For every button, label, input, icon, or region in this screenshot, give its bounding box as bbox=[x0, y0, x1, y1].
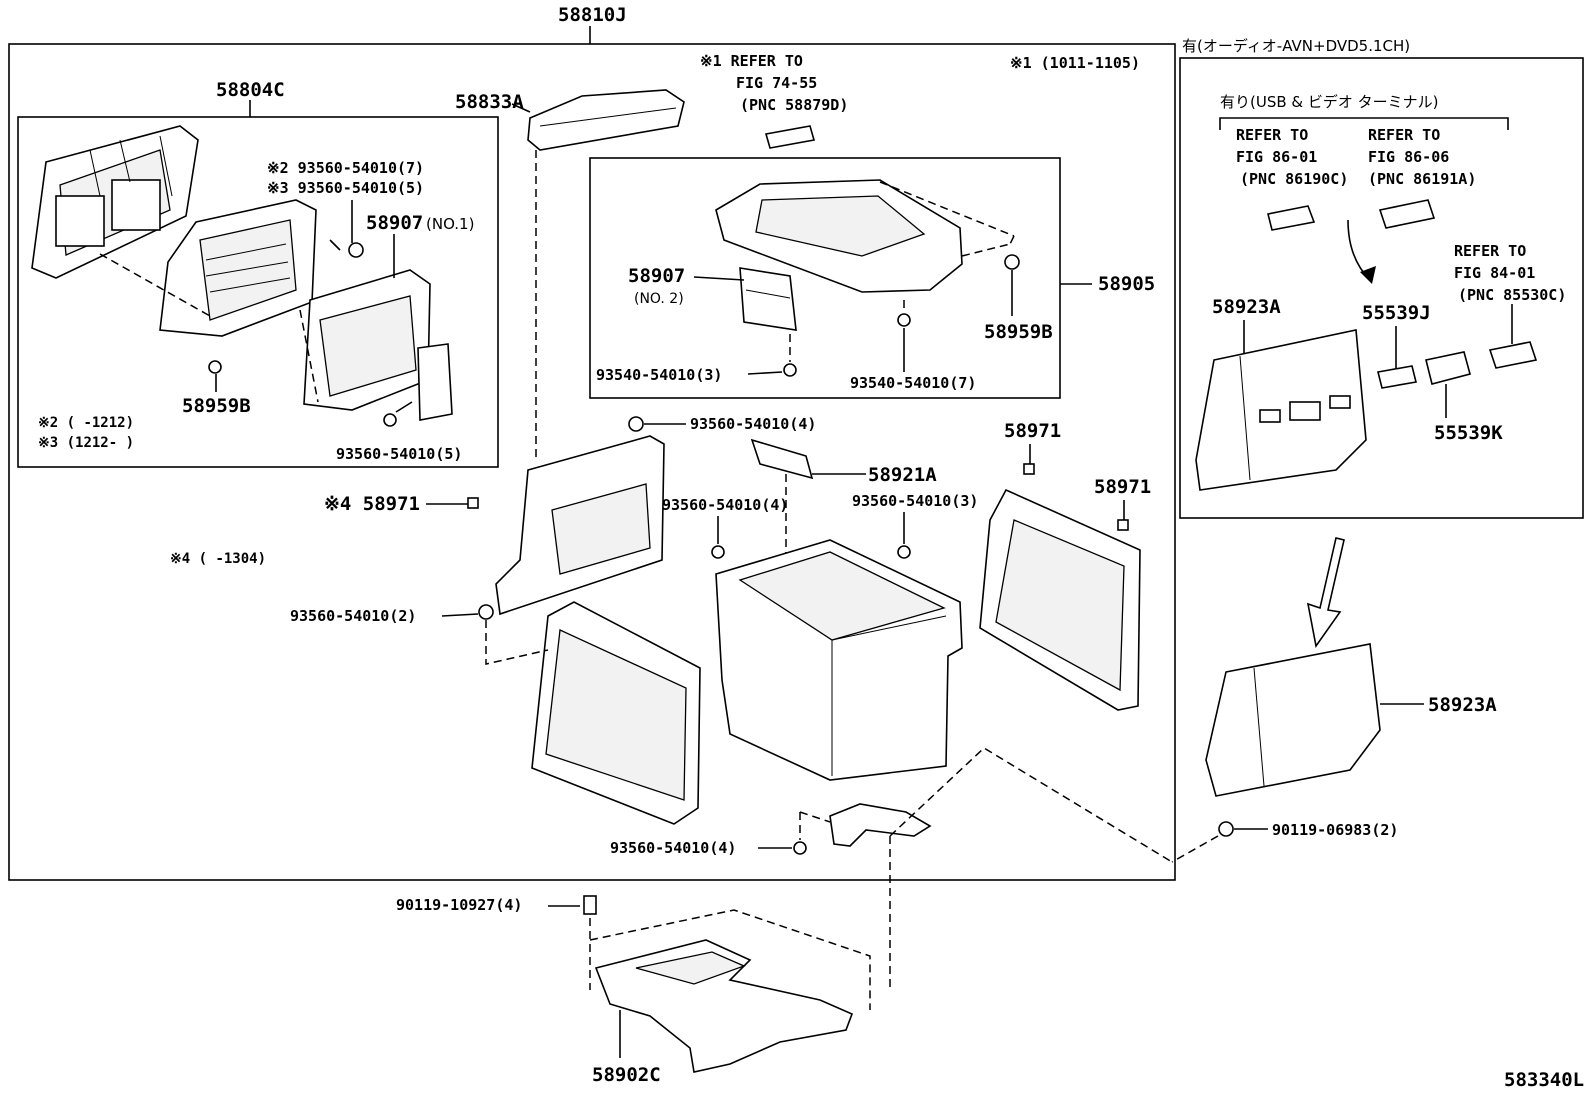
clip-icon bbox=[208, 360, 222, 374]
label-58921a: 58921A bbox=[868, 464, 937, 486]
label-58923a-outer: 58923A bbox=[1428, 694, 1497, 716]
label-bolt-93540-3: 93540-54010(3) bbox=[596, 366, 722, 384]
label-bolt-d: 93560-54010(3) bbox=[852, 492, 978, 510]
part-58921a bbox=[750, 438, 814, 480]
ref-a-line3: (PNC 86190C) bbox=[1240, 170, 1348, 188]
ref-c-line1: REFER TO bbox=[1454, 242, 1526, 260]
part-58923a-with-terminals bbox=[1195, 329, 1367, 491]
part-vent-panel bbox=[31, 125, 199, 279]
part-58902c bbox=[594, 939, 854, 1073]
box-58905 bbox=[589, 157, 1061, 399]
part-58833a bbox=[527, 89, 685, 151]
ref1-line3: (PNC 58879D) bbox=[740, 96, 848, 114]
label-58959b-b: 58959B bbox=[984, 321, 1053, 343]
part-55539k bbox=[1425, 351, 1471, 385]
label-bolt-f: 93560-54010(4) bbox=[610, 839, 736, 857]
clip-icon bbox=[1023, 463, 1035, 475]
label-58923a-inner: 58923A bbox=[1212, 296, 1281, 318]
bolt-icon bbox=[383, 413, 397, 427]
part-55539j bbox=[1377, 365, 1417, 389]
box-58804c bbox=[17, 116, 499, 468]
part-58905-armrest bbox=[715, 179, 963, 293]
label-bolt-93560-5: 93560-54010(5) bbox=[336, 445, 462, 463]
bolt-icon bbox=[897, 313, 911, 327]
bolt-icon bbox=[628, 416, 644, 432]
label-58971-c: ※4 58971 bbox=[324, 493, 420, 515]
part-lower-front-panel bbox=[531, 601, 701, 825]
arrow-icon bbox=[1360, 266, 1376, 284]
bolt-icon bbox=[783, 363, 797, 377]
part-lower-bracket bbox=[829, 803, 932, 847]
label-58971-a: 58971 bbox=[1004, 420, 1061, 442]
bolt-icon bbox=[348, 242, 364, 258]
label-58907-no2: 58907 bbox=[628, 265, 685, 287]
ref1-line1: ※1 REFER TO bbox=[700, 52, 803, 70]
label-58907-no2-suffix: (NO. 2) bbox=[634, 291, 684, 307]
range-note-3: ※3 (1212- ) bbox=[38, 435, 134, 451]
label-55539k: 55539K bbox=[1434, 422, 1503, 444]
ref-b-line1: REFER TO bbox=[1368, 126, 1440, 144]
label-58905: 58905 bbox=[1098, 273, 1155, 295]
clip-icon bbox=[467, 497, 479, 509]
label-bolt-top: 93560-54010(4) bbox=[690, 415, 816, 433]
label-58959b-a: 58959B bbox=[182, 395, 251, 417]
note-58804c-2: ※2 93560-54010(7) bbox=[267, 159, 424, 177]
label-58804c: 58804C bbox=[216, 79, 285, 101]
ref1-line2: FIG 74-55 bbox=[736, 74, 817, 92]
box-option bbox=[1179, 57, 1584, 519]
range-note-4: ※4 ( -1304) bbox=[170, 551, 266, 567]
ref-c-line2: FIG 84-01 bbox=[1454, 264, 1535, 282]
ref-b-line3: (PNC 86191A) bbox=[1368, 170, 1476, 188]
screw-icon bbox=[1218, 821, 1234, 837]
ref-c-line3: (PNC 85530C) bbox=[1458, 286, 1566, 304]
label-screw-90119-06983: 90119-06983(2) bbox=[1272, 821, 1398, 839]
label-bolt-93540-7: 93540-54010(7) bbox=[850, 374, 976, 392]
ref-a-line2: FIG 86-01 bbox=[1236, 148, 1317, 166]
bolt-icon bbox=[897, 545, 911, 559]
option-header: 有(オーディオ-AVN+DVD5.1CH) bbox=[1182, 37, 1410, 55]
ref-b-line2: FIG 86-06 bbox=[1368, 148, 1449, 166]
part-58907-no2 bbox=[739, 267, 797, 331]
part-side-panel bbox=[979, 488, 1141, 711]
bolt-icon bbox=[711, 545, 725, 559]
part-58907-no1 bbox=[303, 269, 453, 421]
big-arrow-icon bbox=[1306, 537, 1345, 649]
label-58833a: 58833A bbox=[455, 91, 524, 113]
usb-terminal-icon bbox=[1267, 205, 1316, 231]
part-console-box bbox=[715, 539, 963, 781]
part-58879d-pad bbox=[764, 125, 816, 149]
part-58923a bbox=[1205, 643, 1381, 797]
bolt-icon bbox=[583, 895, 597, 915]
label-58810j: 58810J bbox=[558, 4, 627, 26]
label-screw-90119-10927: 90119-10927(4) bbox=[396, 896, 522, 914]
video-terminal-icon bbox=[1378, 199, 1436, 229]
label-58907-no1: 58907 bbox=[366, 212, 423, 234]
clip-icon bbox=[1117, 519, 1129, 531]
main-frame bbox=[8, 43, 1176, 881]
label-58902c: 58902C bbox=[592, 1064, 661, 1086]
label-58971-b: 58971 bbox=[1094, 476, 1151, 498]
label-bolt-e: 93560-54010(2) bbox=[290, 607, 416, 625]
label-58907-no1-suffix: (NO.1) bbox=[426, 215, 474, 233]
diagram-code: 583340L bbox=[1504, 1069, 1584, 1091]
label-55539j: 55539J bbox=[1362, 302, 1431, 324]
note-1: ※1 (1011-1105) bbox=[1010, 54, 1140, 72]
part-frame-bracket bbox=[159, 199, 317, 337]
note-58804c-3: ※3 93560-54010(5) bbox=[267, 179, 424, 197]
range-note-2: ※2 ( -1212) bbox=[38, 415, 134, 431]
label-bolt-c: 93560-54010(4) bbox=[662, 496, 788, 514]
clip-icon bbox=[1004, 254, 1020, 270]
part-85530c bbox=[1488, 341, 1538, 369]
bolt-icon bbox=[793, 841, 807, 855]
ref-a-line1: REFER TO bbox=[1236, 126, 1308, 144]
bolt-icon bbox=[478, 604, 494, 620]
part-front-bracket bbox=[495, 435, 665, 616]
option-subheader: 有り(USB & ビデオ ターミナル) bbox=[1220, 93, 1439, 111]
